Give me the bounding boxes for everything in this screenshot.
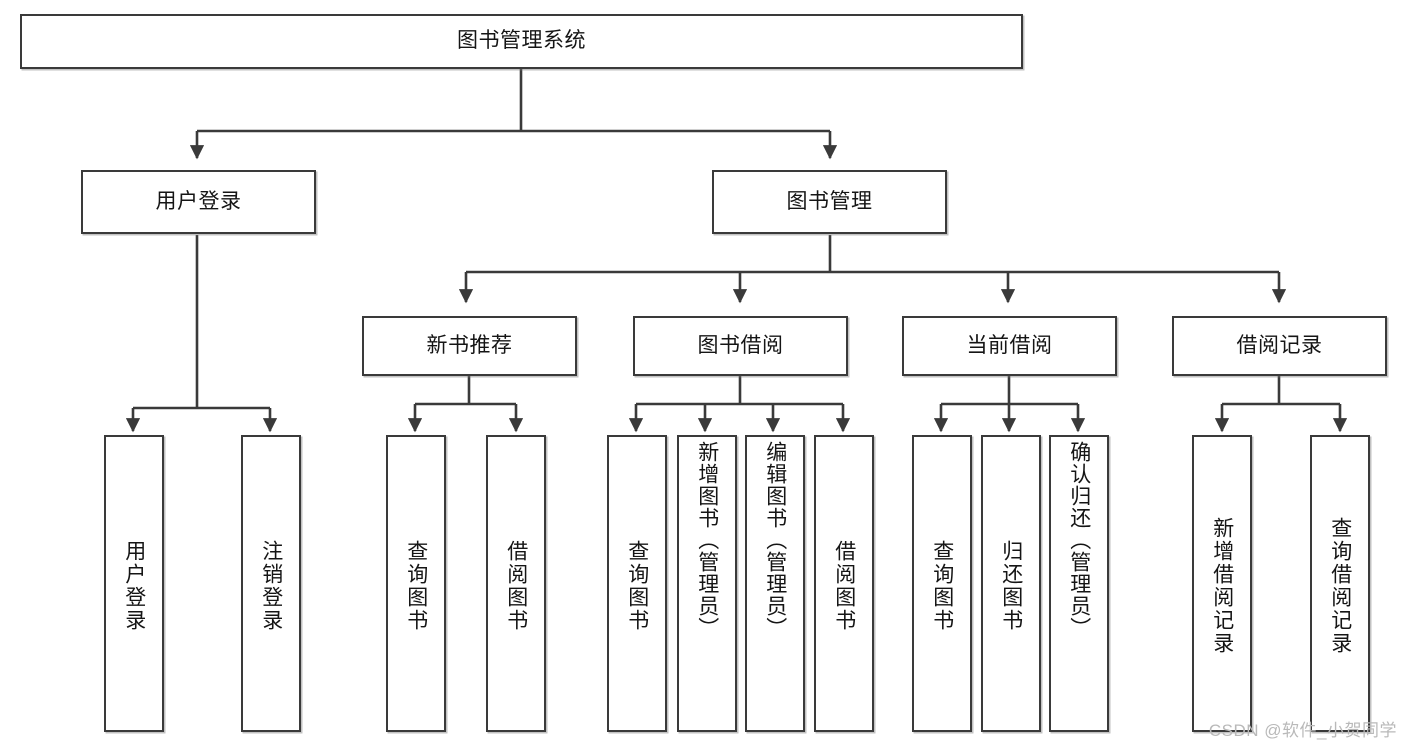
node-label: 查询图书: [404, 539, 428, 632]
node-label: 借阅记录: [1236, 333, 1323, 357]
node-leaf-borrow-book-2[interactable]: 借阅图书: [814, 435, 874, 732]
node-leaf-return-book[interactable]: 归还图书: [981, 435, 1041, 732]
watermark: CSDN @软件_小贺同学: [1208, 721, 1397, 740]
node-leaf-add-book[interactable]: 新增图书（管理员）: [677, 435, 737, 732]
node-borrow-record[interactable]: 借阅记录: [1172, 316, 1387, 376]
node-book-management[interactable]: 图书管理: [712, 170, 947, 234]
node-leaf-query-borrow-record[interactable]: 查询借阅记录: [1310, 435, 1370, 732]
node-label: 新增借阅记录: [1210, 516, 1234, 655]
node-new-book-recommend[interactable]: 新书推荐: [362, 316, 577, 376]
node-leaf-add-borrow-record[interactable]: 新增借阅记录: [1192, 435, 1252, 732]
node-label: 新增图书（管理员）: [695, 441, 719, 639]
node-leaf-query-book-2[interactable]: 查询图书: [607, 435, 667, 732]
node-book-management-system[interactable]: 图书管理系统: [20, 14, 1023, 69]
node-label: 归还图书: [999, 539, 1023, 632]
node-label: 查询借阅记录: [1328, 516, 1352, 655]
node-label: 查询图书: [625, 539, 649, 632]
node-label: 借阅图书: [504, 539, 528, 632]
node-book-borrow[interactable]: 图书借阅: [633, 316, 848, 376]
node-label: 图书借阅: [697, 333, 784, 357]
node-label: 借阅图书: [832, 539, 856, 632]
node-label: 当前借阅: [966, 333, 1053, 357]
node-current-borrow[interactable]: 当前借阅: [902, 316, 1117, 376]
node-leaf-query-book-3[interactable]: 查询图书: [912, 435, 972, 732]
node-label: 新书推荐: [426, 333, 513, 357]
node-user-login[interactable]: 用户登录: [81, 170, 316, 234]
node-label: 用户登录: [155, 189, 242, 213]
node-label: 用户登录: [122, 539, 146, 632]
node-label: 查询图书: [930, 539, 954, 632]
node-leaf-query-book-1[interactable]: 查询图书: [386, 435, 446, 732]
node-label: 编辑图书（管理员）: [763, 441, 787, 639]
node-leaf-borrow-book-1[interactable]: 借阅图书: [486, 435, 546, 732]
node-leaf-logout-login[interactable]: 注销登录: [241, 435, 301, 732]
node-label: 注销登录: [259, 539, 283, 632]
node-label: 图书管理系统: [457, 29, 586, 53]
node-label: 确认归还（管理员）: [1067, 441, 1091, 639]
node-leaf-edit-book[interactable]: 编辑图书（管理员）: [745, 435, 805, 732]
node-label: 图书管理: [786, 189, 873, 213]
node-leaf-confirm-return[interactable]: 确认归还（管理员）: [1049, 435, 1109, 732]
node-leaf-user-login[interactable]: 用户登录: [104, 435, 164, 732]
